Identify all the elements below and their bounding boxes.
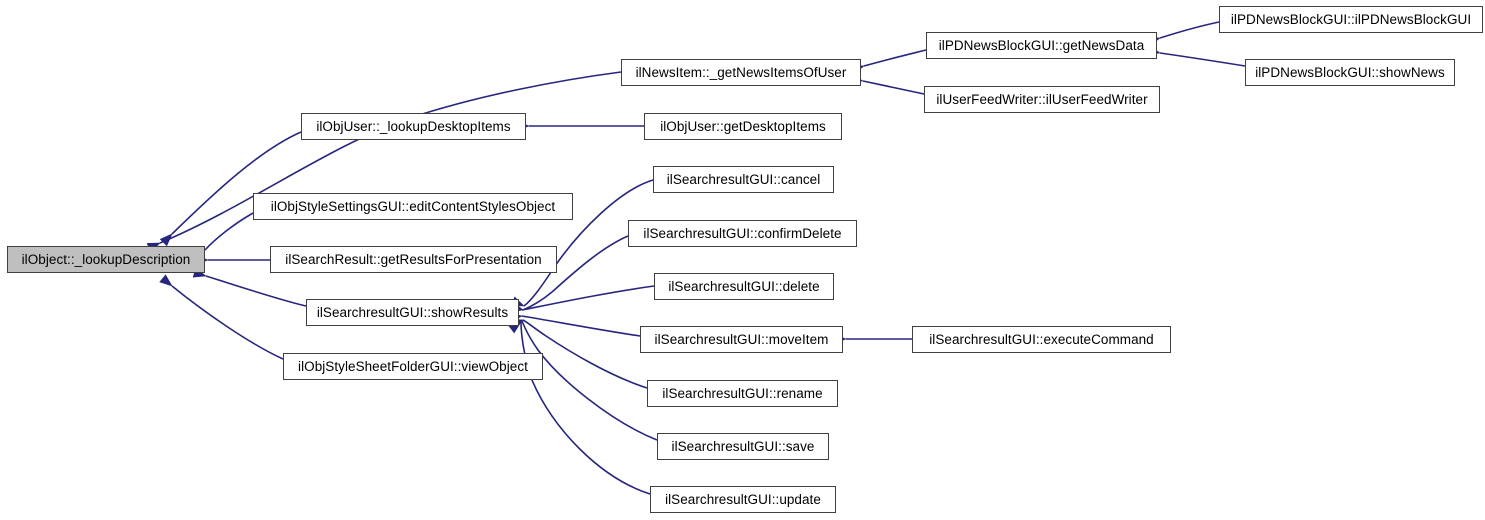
graph-node-label: ilSearchresultGUI::rename <box>662 385 823 401</box>
graph-node-moveItem[interactable]: ilSearchresultGUI::moveItem <box>640 326 843 353</box>
graph-edge <box>863 49 927 67</box>
graph-node-label: ilObjUser::_lookupDesktopItems <box>316 118 511 134</box>
graph-edge <box>521 315 641 337</box>
arrowhead-icon <box>159 274 173 287</box>
graph-edge <box>205 275 307 307</box>
graph-node-label: ilSearchresultGUI::showResults <box>316 304 509 320</box>
graph-edge <box>171 131 302 235</box>
graph-node-getResultsForPresentation[interactable]: ilSearchResult::getResultsForPresentatio… <box>270 246 557 273</box>
graph-node-label: ilPDNewsBlockGUI::getNewsData <box>938 37 1145 53</box>
graph-node-label: ilSearchresultGUI::save <box>671 438 815 454</box>
graph-node-editContentStylesObject[interactable]: ilObjStyleSettingsGUI::editContentStyles… <box>253 193 573 220</box>
graph-edge <box>171 285 284 360</box>
graph-edge <box>1159 52 1246 67</box>
graph-node-label: ilObjStyleSheetFolderGUI::viewObject <box>298 358 528 374</box>
graph-node-label: ilSearchresultGUI::delete <box>668 278 820 294</box>
graph-node-confirmDelete[interactable]: ilSearchresultGUI::confirmDelete <box>628 220 857 247</box>
graph-node-executeCommand[interactable]: ilSearchresultGUI::executeCommand <box>912 326 1171 353</box>
graph-edge <box>522 235 629 311</box>
graph-node-label: ilSearchresultGUI::executeCommand <box>929 331 1154 347</box>
graph-node-label: ilObjUser::getDesktopItems <box>660 118 826 134</box>
graph-node-update[interactable]: ilSearchresultGUI::update <box>650 486 836 513</box>
graph-node-label: ilObject::_lookupDescription <box>21 251 191 267</box>
graph-edge <box>521 285 655 311</box>
graph-node-ilPDNewsBlockGUICtor[interactable]: ilPDNewsBlockGUI::ilPDNewsBlockGUI <box>1219 6 1483 33</box>
graph-node-label: ilObjStyleSettingsGUI::editContentStyles… <box>270 198 556 214</box>
graph-edge <box>521 320 658 441</box>
graph-node-getNewsItemsOfUser[interactable]: ilNewsItem::_getNewsItemsOfUser <box>621 59 861 86</box>
graph-node-showNews[interactable]: ilPDNewsBlockGUI::showNews <box>1245 59 1455 86</box>
graph-node-label: ilNewsItem::_getNewsItemsOfUser <box>635 64 847 80</box>
graph-edge <box>520 321 651 495</box>
graph-node-save[interactable]: ilSearchresultGUI::save <box>657 433 829 460</box>
graph-node-ilUserFeedWriter[interactable]: ilUserFeedWriter::ilUserFeedWriter <box>924 86 1160 113</box>
graph-node-viewObject[interactable]: ilObjStyleSheetFolderGUI::viewObject <box>283 353 543 380</box>
graph-node-cancel[interactable]: ilSearchresultGUI::cancel <box>653 166 834 193</box>
graph-node-lookupDescription[interactable]: ilObject::_lookupDescription <box>7 246 205 273</box>
graph-node-getDesktopItems[interactable]: ilObjUser::getDesktopItems <box>644 113 842 140</box>
graph-edge <box>204 212 254 251</box>
graph-edge <box>862 80 925 95</box>
graph-edge <box>523 179 654 307</box>
graph-node-label: ilSearchresultGUI::cancel <box>666 171 821 187</box>
graph-node-label: ilUserFeedWriter::ilUserFeedWriter <box>936 91 1148 107</box>
graph-node-rename[interactable]: ilSearchresultGUI::rename <box>647 380 838 407</box>
graph-node-showResults[interactable]: ilSearchresultGUI::showResults <box>306 299 519 326</box>
graph-edge <box>1159 21 1220 39</box>
graph-node-lookupDesktopItems[interactable]: ilObjUser::_lookupDesktopItems <box>301 113 526 140</box>
graph-node-label: ilPDNewsBlockGUI::ilPDNewsBlockGUI <box>1230 11 1472 27</box>
graph-node-delete[interactable]: ilSearchresultGUI::delete <box>654 273 834 300</box>
arrowhead-icon <box>159 233 173 247</box>
graph-node-label: ilPDNewsBlockGUI::showNews <box>1255 64 1445 80</box>
graph-node-getNewsData[interactable]: ilPDNewsBlockGUI::getNewsData <box>926 32 1157 59</box>
graph-node-label: ilSearchresultGUI::update <box>665 491 821 507</box>
graph-node-label: ilSearchresultGUI::moveItem <box>654 331 829 347</box>
graph-node-label: ilSearchresultGUI::confirmDelete <box>643 225 842 241</box>
edges-group <box>159 21 1246 495</box>
graph-node-label: ilSearchResult::getResultsForPresentatio… <box>285 251 542 267</box>
graph-edge <box>522 319 648 389</box>
